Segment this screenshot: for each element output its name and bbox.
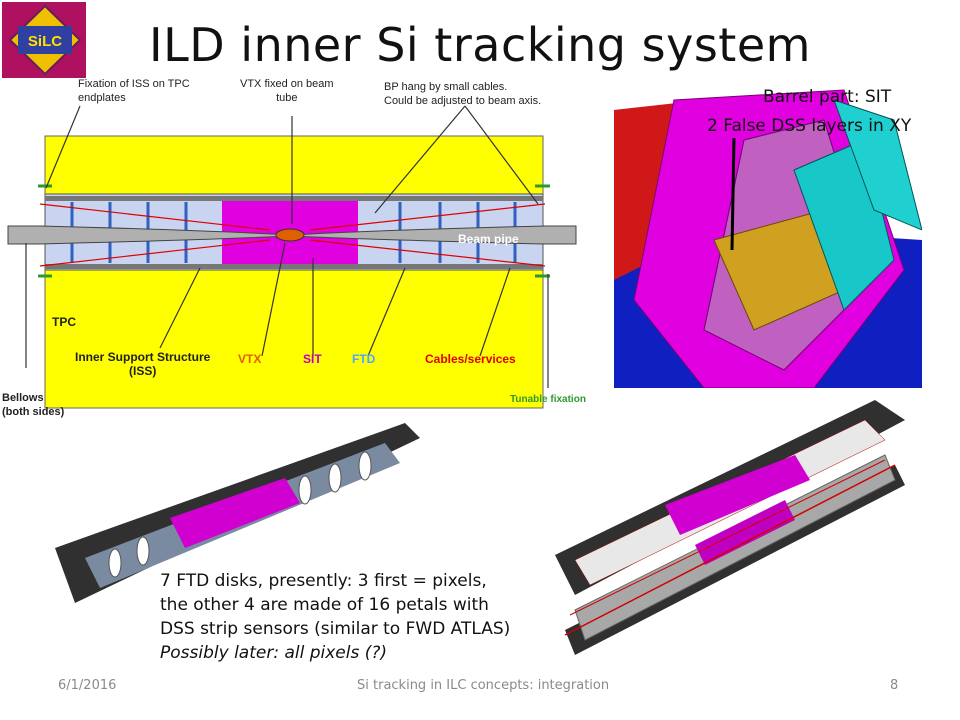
- tpc-label: TPC: [52, 315, 76, 329]
- tpc-lower: [44, 267, 544, 409]
- ftd-note-line4: Possibly later: all pixels (?): [160, 643, 388, 663]
- logo-text: SiLC: [28, 33, 62, 50]
- footer-title: Si tracking in ILC concepts: integration: [357, 678, 610, 693]
- ftd-note-line3: DSS strip sensors (similar to FWD ATLAS): [160, 619, 511, 639]
- cables-label: Cables/services: [425, 352, 516, 366]
- callout-iss-fixation: Fixation of ISS on TPC endplates: [78, 78, 190, 104]
- ftd-note-line1: 7 FTD disks, presently: 3 first = pixels…: [160, 571, 487, 591]
- tunable-label: Tunable fixation: [510, 394, 586, 405]
- callout-bellows: Bellows (both sides): [2, 392, 65, 418]
- ftd-label: FTD: [352, 352, 376, 366]
- footer-page-number: 8: [890, 678, 899, 693]
- vtx-label: VTX: [238, 352, 261, 366]
- callout-vtx-fixed: VTX fixed on beam tube: [240, 78, 334, 104]
- slide-title: ILD inner Si tracking system: [149, 18, 811, 72]
- silc-logo: SiLC: [2, 2, 86, 78]
- callout-bp-hang: BP hang by small cables. Could be adjust…: [384, 81, 542, 107]
- callout-iss: Inner Support Structure (ISS): [75, 350, 211, 378]
- ftd-half-render: [55, 423, 420, 603]
- barrel-note-line1: Barrel part: SIT: [763, 87, 892, 107]
- sit-label: SIT: [303, 352, 322, 366]
- beam-pipe-label: Beam pipe: [458, 232, 519, 246]
- sit-barrel-render: [614, 80, 922, 388]
- ild-schematic: Beam pipe TPC VTX SIT FTD Cables/service…: [7, 105, 586, 409]
- footer-date: 6/1/2016: [58, 678, 117, 693]
- ftd-note-line2: the other 4 are made of 16 petals with: [160, 595, 489, 615]
- barrel-note-line2: 2 False DSS layers in XY: [707, 116, 912, 136]
- inner-tracker-render: [555, 400, 905, 655]
